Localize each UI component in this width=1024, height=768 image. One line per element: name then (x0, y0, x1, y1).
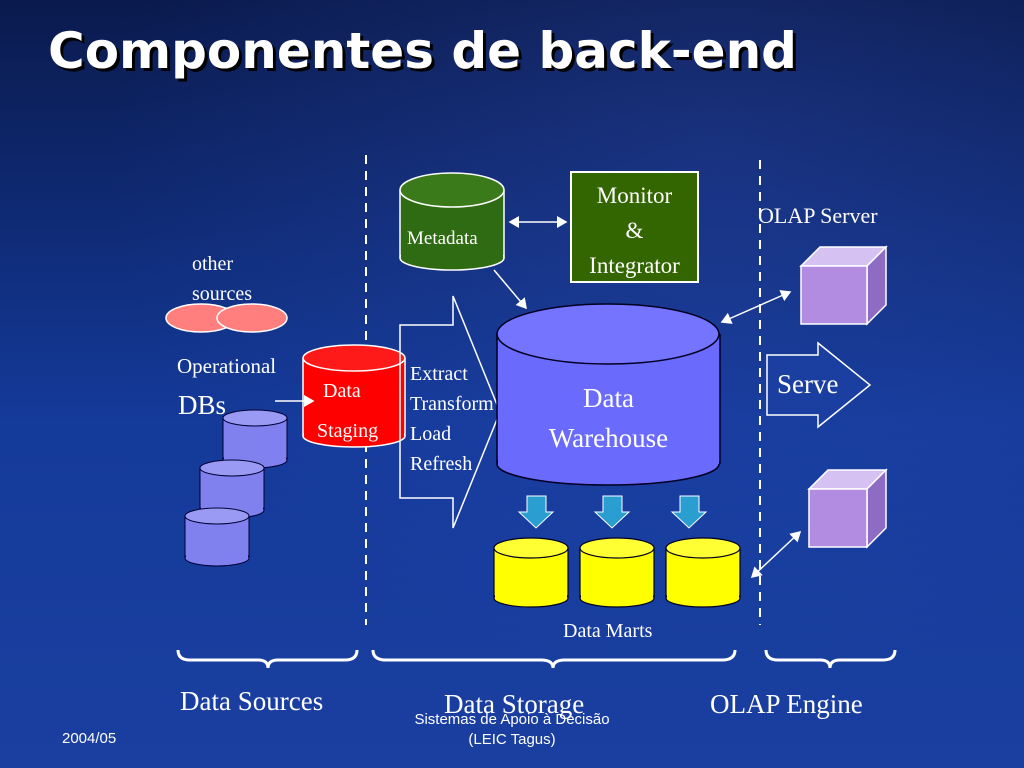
olap-server-label: OLAP Server (758, 203, 878, 228)
data-marts-label: Data Marts (563, 620, 653, 642)
dbs-label: DBs (178, 390, 227, 420)
monitor-integrator-label: Monitor & Integrator (589, 183, 680, 278)
data-mart-cylinder (665, 537, 741, 608)
etl-step: Transform (410, 393, 494, 415)
operational-db-cylinder (222, 409, 288, 469)
arrow-metadata-to-warehouse (493, 269, 527, 310)
footer-course: Sistemas de Apoio à Decisão (LEIC Tagus) (414, 711, 610, 748)
data-staging-cylinder (302, 344, 406, 448)
olap-cube-icon (807, 468, 888, 549)
slide-title: Componentes de back-end (48, 22, 797, 80)
serve-arrow-shape (766, 341, 872, 429)
brace-data-storage (371, 649, 737, 669)
footer-date: 2004/05 (62, 730, 117, 747)
group-label-olap-engine: OLAP Engine (710, 689, 863, 719)
monitor-integrator-box (570, 171, 699, 283)
arrow-marts-olap-bottom (750, 530, 802, 579)
down-arrow-icon (593, 495, 631, 529)
etl-step: Refresh (410, 453, 473, 475)
group-label-data-sources: Data Sources (180, 686, 324, 716)
staging-label-line1: Data (323, 380, 361, 402)
data-mart-cylinder (493, 537, 569, 608)
metadata-label: Metadata (407, 228, 478, 249)
etl-steps: Extract Transform Load Refresh (410, 359, 494, 479)
etl-step: Extract (410, 363, 468, 385)
down-arrow-icon (670, 495, 708, 529)
data-warehouse-cylinder (496, 303, 721, 486)
down-arrow-icon (517, 495, 555, 529)
other-sources-ellipses (165, 303, 288, 333)
etl-arrow-shape (399, 295, 501, 529)
etl-step: Load (410, 423, 452, 445)
olap-cube-icon (799, 245, 888, 326)
brace-olap-engine (764, 649, 897, 669)
operational-label: Operational (177, 354, 277, 378)
brace-data-sources (176, 649, 359, 669)
other-sources-label: other sources (192, 253, 252, 305)
staging-label-line2: Staging (317, 420, 379, 442)
group-label-data-storage: Data Storage (444, 689, 585, 719)
metadata-cylinder (399, 172, 505, 271)
data-warehouse-label: Data Warehouse (548, 383, 669, 453)
arrow-warehouse-olap-top (720, 290, 792, 324)
data-mart-cylinder (579, 537, 655, 608)
serve-label: Serve (777, 369, 839, 399)
operational-db-cylinder (184, 507, 250, 567)
